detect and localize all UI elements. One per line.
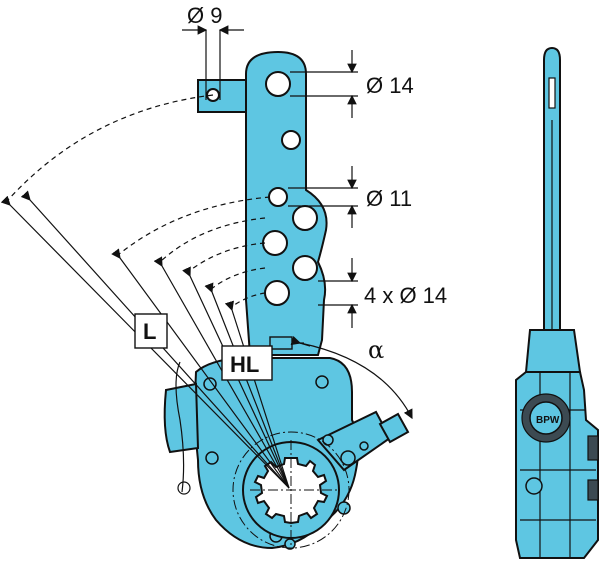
emblem-text: BPW [536,415,560,426]
label-alpha: α [368,336,384,364]
label-L: L [143,319,156,344]
dim-hole-11: Ø 11 [366,186,412,211]
hole-14-d [264,280,290,306]
side-view: BPW [515,46,599,559]
label-HL-box: HL [221,345,273,381]
label-HL: HL [230,352,259,377]
hole-14-a [292,205,318,231]
adjuster-housing [316,410,410,472]
front-view [163,50,410,550]
hole-small [281,130,301,150]
label-L-box: L [134,313,168,349]
hole-14-c [292,255,318,281]
side-clip [163,382,200,454]
dim-hole-top-9: Ø 9 [187,3,222,28]
dim-hole-14-top: Ø 14 [366,73,414,98]
hole-14-b [262,230,288,256]
hole-14-top [265,71,291,97]
dim-holes-4x14: 4 x Ø 14 [364,283,447,308]
hole-11 [268,187,288,207]
dimension-lines [0,25,413,489]
lever-arm [245,50,328,356]
